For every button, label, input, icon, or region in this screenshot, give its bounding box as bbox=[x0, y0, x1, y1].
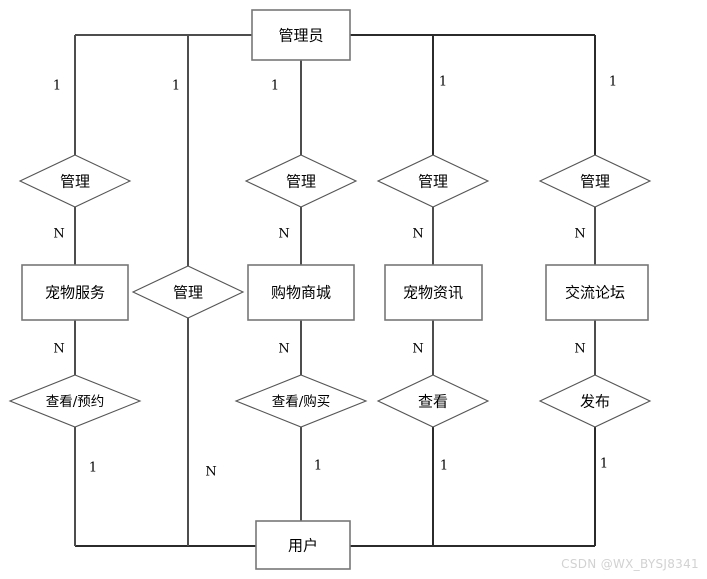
branch-5-admin-rel-cardinality: N bbox=[574, 227, 585, 242]
branch-2-admin-relationship-diamond[interactable] bbox=[131, 265, 245, 319]
branch-3-user-relationship-diamond[interactable] bbox=[234, 374, 368, 428]
top-entity-box[interactable] bbox=[251, 9, 351, 61]
branch-4-admin-relationship-diamond[interactable] bbox=[376, 154, 490, 208]
branch-5: 管理 交流论坛 发布 1 N N 1 bbox=[538, 35, 652, 546]
branch-2-admin-relationship-label: 管理 bbox=[173, 284, 203, 302]
branch-4-entity-label: 宠物资讯 bbox=[403, 284, 463, 302]
branch-5-top-cardinality: 1 bbox=[609, 75, 617, 90]
branch-4-bottom-cardinality: 1 bbox=[440, 459, 448, 474]
branch-4-entity-box[interactable] bbox=[384, 264, 483, 321]
branch-5-user-relationship-diamond[interactable] bbox=[538, 374, 652, 428]
branch-1-admin-relationship-label: 管理 bbox=[60, 173, 90, 191]
branch-3-entity-box[interactable] bbox=[247, 264, 355, 321]
branch-1-user-relationship-diamond[interactable] bbox=[8, 374, 142, 428]
branch-5-entity-box[interactable] bbox=[545, 264, 649, 321]
bottom-entity-box[interactable] bbox=[255, 520, 351, 570]
bottom-entity-label: 用户 bbox=[288, 537, 318, 555]
csdn-watermark: CSDN @WX_BYSJ8341 bbox=[561, 557, 699, 571]
branch-1-user-relationship-label: 查看/预约 bbox=[46, 394, 105, 410]
branch-3-entity-cardinality: N bbox=[278, 342, 289, 357]
branch-2-bottom-cardinality: N bbox=[205, 465, 216, 480]
branch-5-admin-relationship-label: 管理 bbox=[580, 173, 610, 191]
branch-4-user-relationship-diamond[interactable] bbox=[376, 374, 490, 428]
branch-5-user-relationship-label: 发布 bbox=[580, 393, 610, 411]
branch-3-top-cardinality: 1 bbox=[271, 79, 279, 94]
branch-4-top-cardinality: 1 bbox=[439, 75, 447, 90]
branch-1-admin-relationship-diamond[interactable] bbox=[18, 154, 132, 208]
branch-4-admin-relationship-label: 管理 bbox=[418, 173, 448, 191]
branch-3-entity-label: 购物商城 bbox=[271, 284, 331, 302]
top-entity-label: 管理员 bbox=[278, 27, 323, 45]
branch-3-admin-relationship-label: 管理 bbox=[286, 173, 316, 191]
branch-3-admin-relationship-diamond[interactable] bbox=[244, 154, 358, 208]
branch-5-entity-label: 交流论坛 bbox=[565, 284, 625, 302]
top-entity[interactable]: 管理员 bbox=[251, 9, 351, 61]
branch-1-admin-rel-cardinality: N bbox=[53, 227, 64, 242]
branch-5-bottom-cardinality: 1 bbox=[600, 457, 608, 472]
branch-5-admin-relationship-diamond[interactable] bbox=[538, 154, 652, 208]
branch-4-admin-rel-cardinality: N bbox=[412, 227, 423, 242]
branch-3-user-relationship-label: 查看/购买 bbox=[272, 394, 331, 410]
branch-5-entity-cardinality: N bbox=[574, 342, 585, 357]
bottom-entity[interactable]: 用户 bbox=[255, 520, 351, 570]
branch-1-entity-box[interactable] bbox=[21, 264, 129, 321]
branch-3: 管理 购物商城 查看/购买 1 N N 1 bbox=[234, 60, 368, 521]
branch-4-entity-cardinality: N bbox=[412, 342, 423, 357]
branch-1: 管理 宠物服务 查看/预约 1 N N 1 bbox=[8, 35, 142, 546]
branch-1-top-cardinality: 1 bbox=[53, 79, 61, 94]
branch-2-top-cardinality: 1 bbox=[172, 79, 180, 94]
branch-2: 管理 1 N bbox=[131, 35, 245, 546]
branch-4-user-relationship-label: 查看 bbox=[418, 393, 448, 411]
branch-3-bottom-cardinality: 1 bbox=[314, 459, 322, 474]
branch-4: 管理 宠物资讯 查看 1 N N 1 bbox=[376, 35, 490, 546]
branch-1-entity-cardinality: N bbox=[53, 342, 64, 357]
branch-1-bottom-cardinality: 1 bbox=[89, 461, 97, 476]
branch-1-entity-label: 宠物服务 bbox=[45, 284, 105, 302]
branch-3-admin-rel-cardinality: N bbox=[278, 227, 289, 242]
